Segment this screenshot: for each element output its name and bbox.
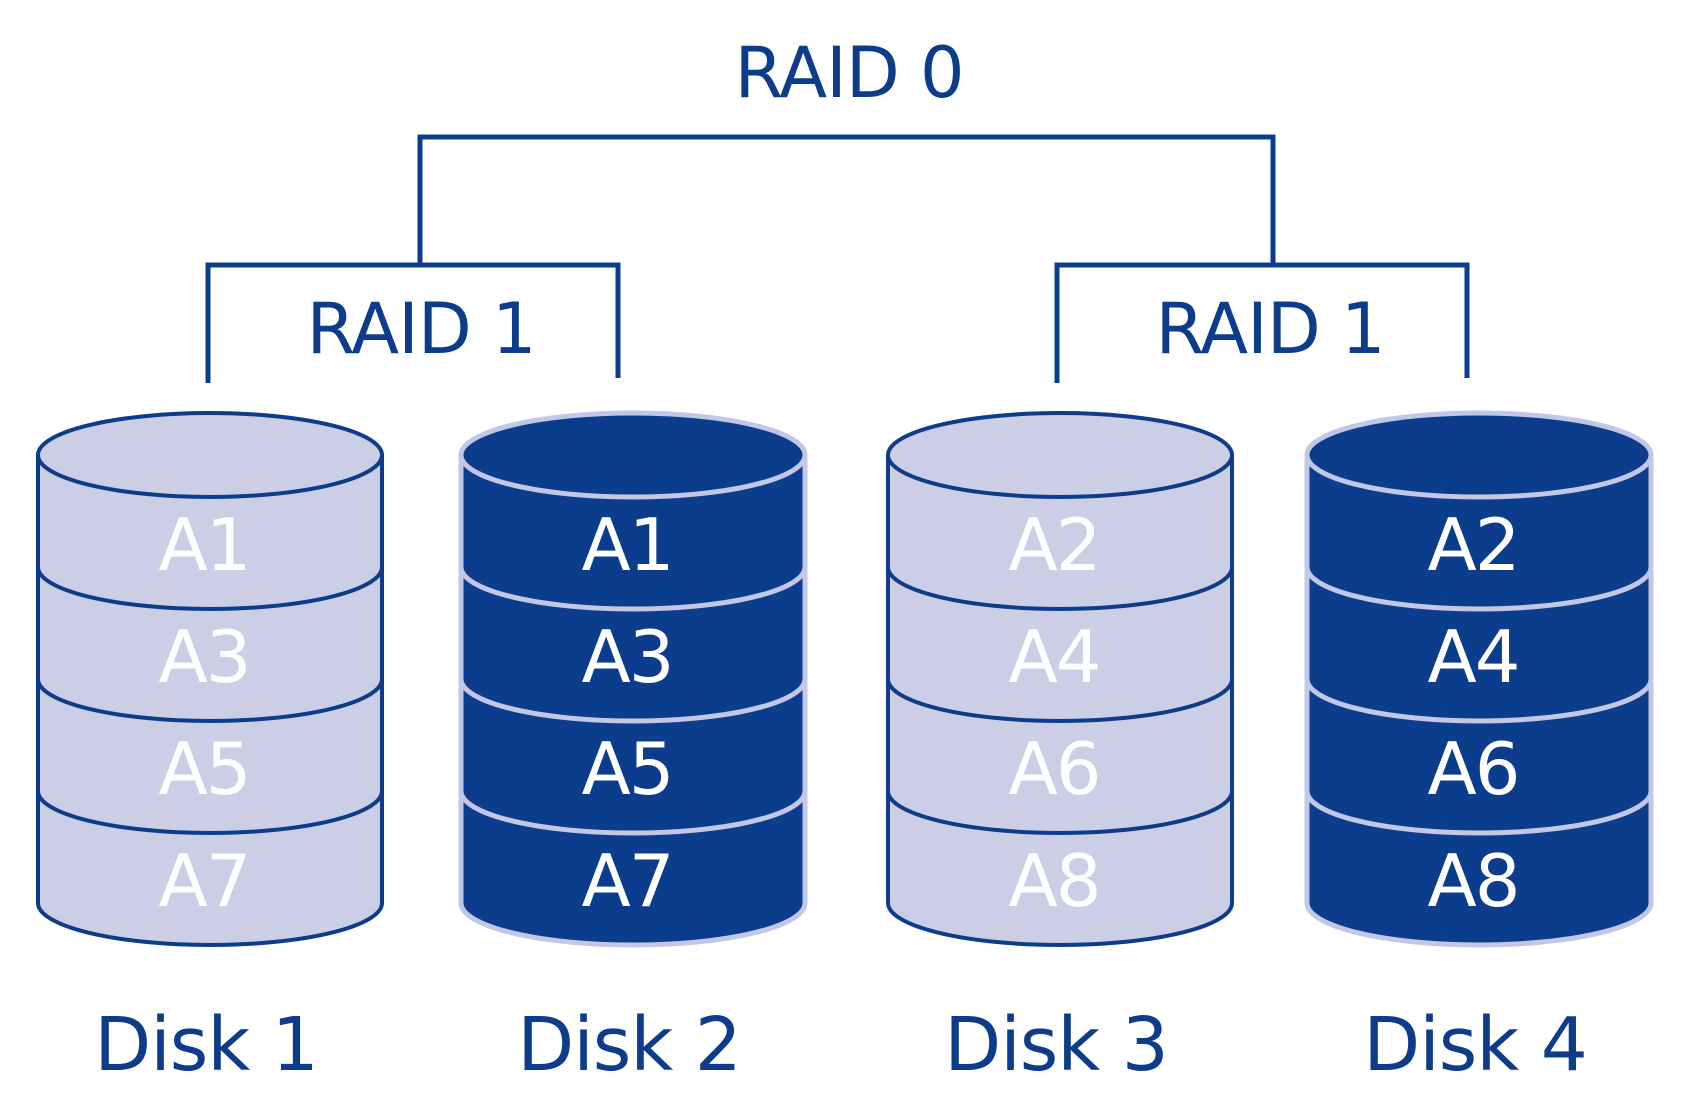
block-divider xyxy=(36,566,384,611)
disk-body xyxy=(458,452,808,948)
block-label: A7 xyxy=(581,839,672,923)
disk-top xyxy=(458,410,808,500)
block-divider xyxy=(886,566,1234,611)
raid1-label-right: RAID 1 xyxy=(1155,288,1384,370)
block-divider xyxy=(1304,678,1654,724)
block-label: A4 xyxy=(1008,615,1099,699)
block-label: A6 xyxy=(1008,727,1099,811)
block-label: A8 xyxy=(1008,839,1099,923)
block-divider xyxy=(886,678,1234,723)
raid1-bracket-right xyxy=(1054,262,1470,383)
raid1-bracket-left xyxy=(205,262,621,383)
block-divider xyxy=(1304,790,1654,836)
disk-label: Disk 4 xyxy=(1363,1002,1587,1088)
block-divider xyxy=(458,790,808,836)
block-label: A4 xyxy=(1427,615,1518,699)
block-divider xyxy=(36,790,384,835)
disk-body xyxy=(886,453,1234,947)
block-label: A6 xyxy=(1427,727,1518,811)
raid1-group-right: RAID 1 xyxy=(1054,262,1470,383)
disk-top xyxy=(1304,410,1654,500)
block-divider xyxy=(458,678,808,724)
block-divider xyxy=(36,678,384,723)
disk-top xyxy=(36,411,384,499)
disk-label: Disk 1 xyxy=(94,1002,318,1088)
block-divider xyxy=(886,790,1234,835)
raid1-group-left: RAID 1 xyxy=(205,262,621,383)
block-label: A3 xyxy=(581,615,672,699)
block-label: A1 xyxy=(158,503,249,587)
raid0-label: RAID 0 xyxy=(734,32,963,114)
block-label: A8 xyxy=(1427,839,1518,923)
block-divider xyxy=(458,566,808,612)
block-label: A5 xyxy=(158,727,249,811)
disk-body xyxy=(36,453,384,947)
disk-top xyxy=(886,411,1234,499)
block-label: A2 xyxy=(1427,503,1518,587)
block-label: A2 xyxy=(1008,503,1099,587)
block-label: A7 xyxy=(158,839,249,923)
raid0-bracket xyxy=(417,134,1276,265)
raid1-label-left: RAID 1 xyxy=(306,288,535,370)
block-label: A5 xyxy=(581,727,672,811)
disk-body xyxy=(1304,452,1654,948)
block-label: A1 xyxy=(581,503,672,587)
disk-label: Disk 3 xyxy=(944,1002,1168,1088)
block-label: A3 xyxy=(158,615,249,699)
disk-label: Disk 2 xyxy=(517,1002,741,1088)
block-divider xyxy=(1304,566,1654,612)
